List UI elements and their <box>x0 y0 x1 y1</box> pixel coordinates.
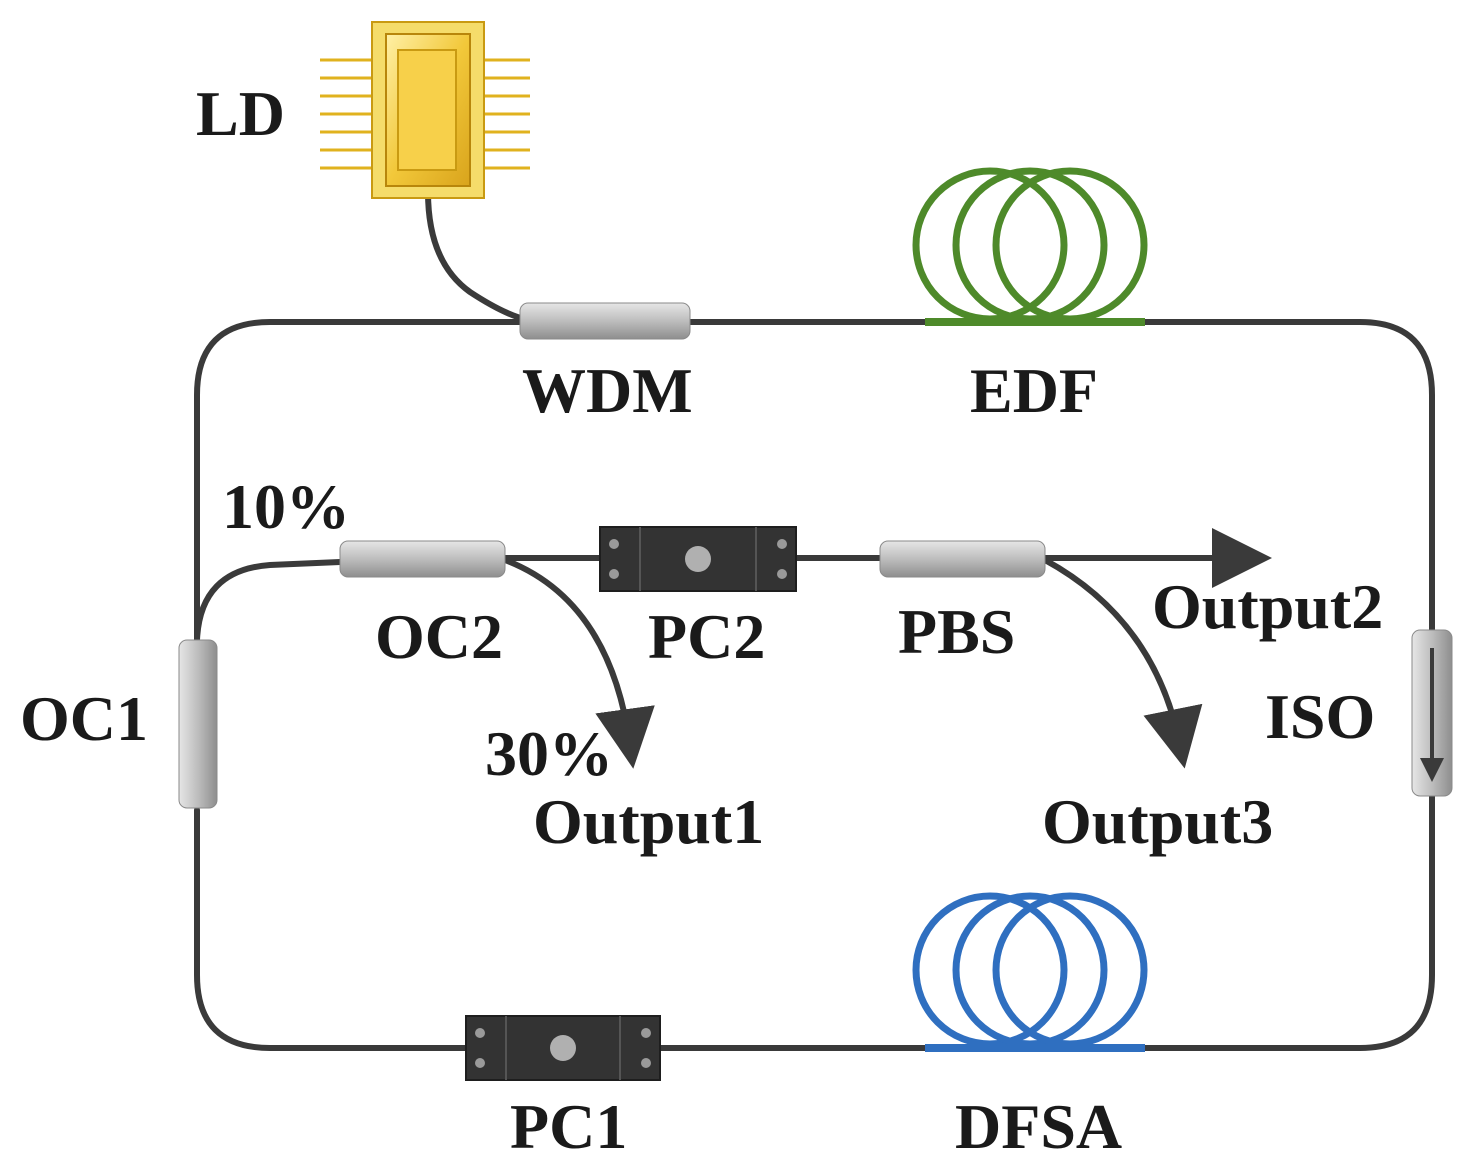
label-output1: Output1 <box>533 786 764 857</box>
output1-arrow <box>502 557 655 769</box>
label-pc2: PC2 <box>648 601 765 672</box>
oc1-coupler <box>178 639 218 809</box>
label-pbs: PBS <box>898 596 1015 667</box>
pc1-controller-icon <box>465 1015 661 1081</box>
label-wdm: WDM <box>522 355 693 426</box>
label-pc1: PC1 <box>510 1091 627 1162</box>
label-dfsa: DFSA <box>955 1091 1122 1162</box>
label-output2: Output2 <box>1152 571 1383 642</box>
label-10pct: 10% <box>222 471 350 542</box>
label-oc1: OC1 <box>20 683 148 754</box>
ld-pigtail-fiber <box>425 189 531 323</box>
wdm-coupler <box>519 302 691 340</box>
label-iso: ISO <box>1265 681 1375 752</box>
oc2-coupler <box>339 540 506 578</box>
edf-coil-icon <box>912 167 1148 326</box>
pbs-coupler <box>879 540 1046 578</box>
ld-icon <box>320 21 530 199</box>
label-oc2: OC2 <box>375 601 503 672</box>
output3-arrow <box>1042 557 1203 769</box>
pc2-controller-icon <box>599 526 797 592</box>
iso-isolator-icon <box>1411 629 1453 797</box>
label-30pct: 30% <box>485 718 613 789</box>
dfsa-coil-icon <box>912 892 1148 1052</box>
label-edf: EDF <box>970 355 1098 426</box>
label-output3: Output3 <box>1042 786 1273 857</box>
ring-fiber <box>194 319 1435 1051</box>
label-ld: LD <box>196 78 285 149</box>
